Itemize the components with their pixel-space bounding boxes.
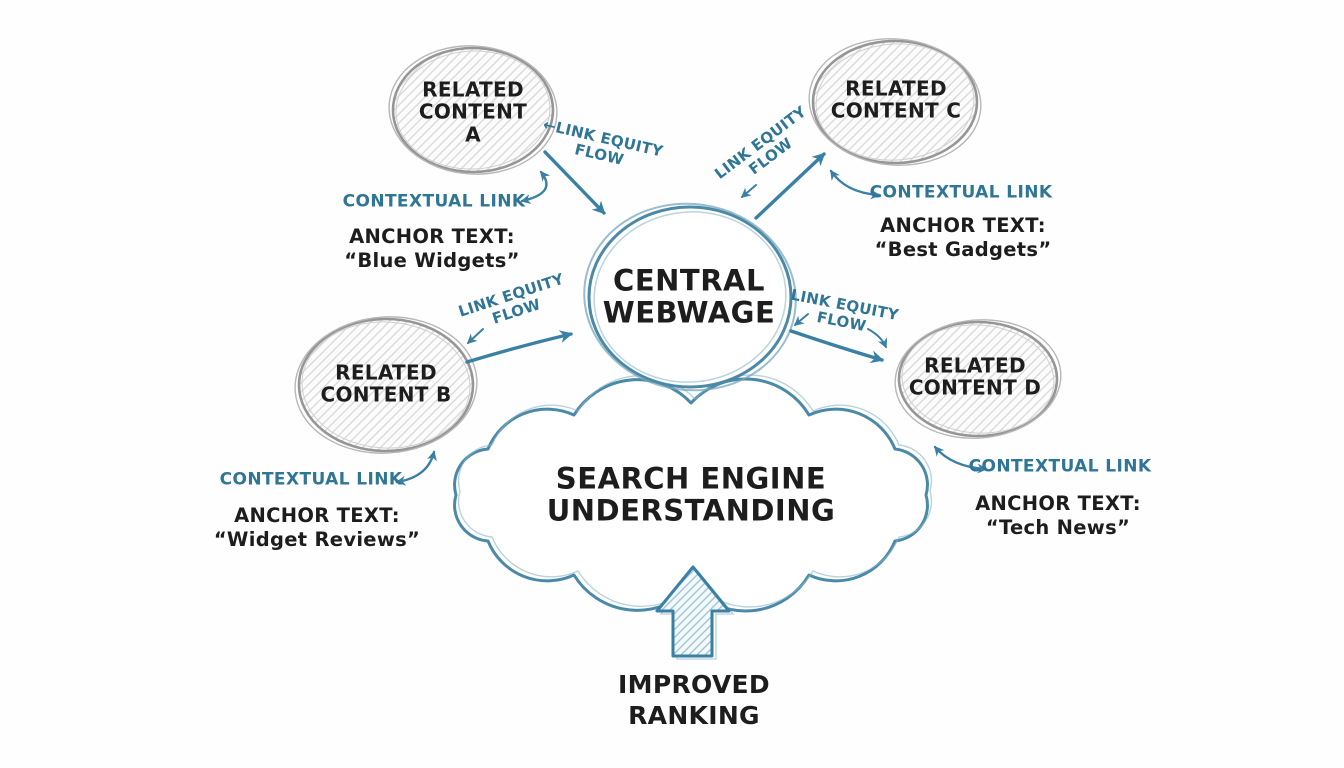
up-arrow-icon (655, 565, 735, 660)
related-content-a-label: RELATED CONTENT A (418, 77, 528, 147)
arrow-central-to-d (789, 329, 884, 364)
flow-hint-arrow-d-left (793, 313, 809, 326)
related-content-b-label: RELATED CONTENT B (320, 360, 452, 407)
oval-related-content-d (894, 319, 1062, 439)
central-webpage-circle (583, 202, 797, 392)
flow-hint-arrow-d-right (867, 328, 888, 349)
arrow-a-to-central (543, 150, 606, 215)
arrow-central-to-c (754, 152, 826, 220)
anchor-text-c: ANCHOR TEXT: “Best Gadgets” (874, 214, 1052, 261)
contextual-link-arrow-b (395, 450, 437, 486)
search-engine-understanding-label: SEARCH ENGINE UNDERSTANDING (546, 461, 836, 528)
related-content-d-label: RELATED CONTENT D (908, 353, 1042, 400)
central-webpage-label: CENTRAL WEBWAGE (602, 263, 776, 330)
oval-related-content-a (388, 45, 558, 175)
flow-hint-arrow-b (466, 328, 484, 345)
anchor-text-b: ANCHOR TEXT: “Widget Reviews” (213, 504, 421, 551)
anchor-text-a: ANCHOR TEXT: “Blue Widgets” (344, 225, 520, 272)
related-content-c-label: RELATED CONTENT C (830, 76, 962, 123)
improved-ranking-label: IMPROVED RANKING (618, 669, 770, 730)
flow-hint-arrow-c (740, 184, 757, 198)
search-engine-cloud-shape (453, 374, 933, 613)
oval-related-content-c (808, 38, 982, 166)
contextual-link-arrow-c (829, 169, 881, 200)
contextual-link-arrow-d (933, 445, 988, 474)
arrow-b-to-central (465, 330, 573, 364)
contextual-link-label-a: CONTEXTUAL LINK (342, 191, 526, 212)
contextual-link-label-d: CONTEXTUAL LINK (968, 456, 1152, 477)
contextual-link-label-c: CONTEXTUAL LINK (869, 182, 1053, 203)
oval-related-content-b (294, 316, 478, 454)
contextual-link-label-b: CONTEXTUAL LINK (219, 469, 403, 490)
anchor-text-d: ANCHOR TEXT: “Tech News” (975, 492, 1141, 539)
contextual-link-arrow-a (520, 170, 551, 205)
